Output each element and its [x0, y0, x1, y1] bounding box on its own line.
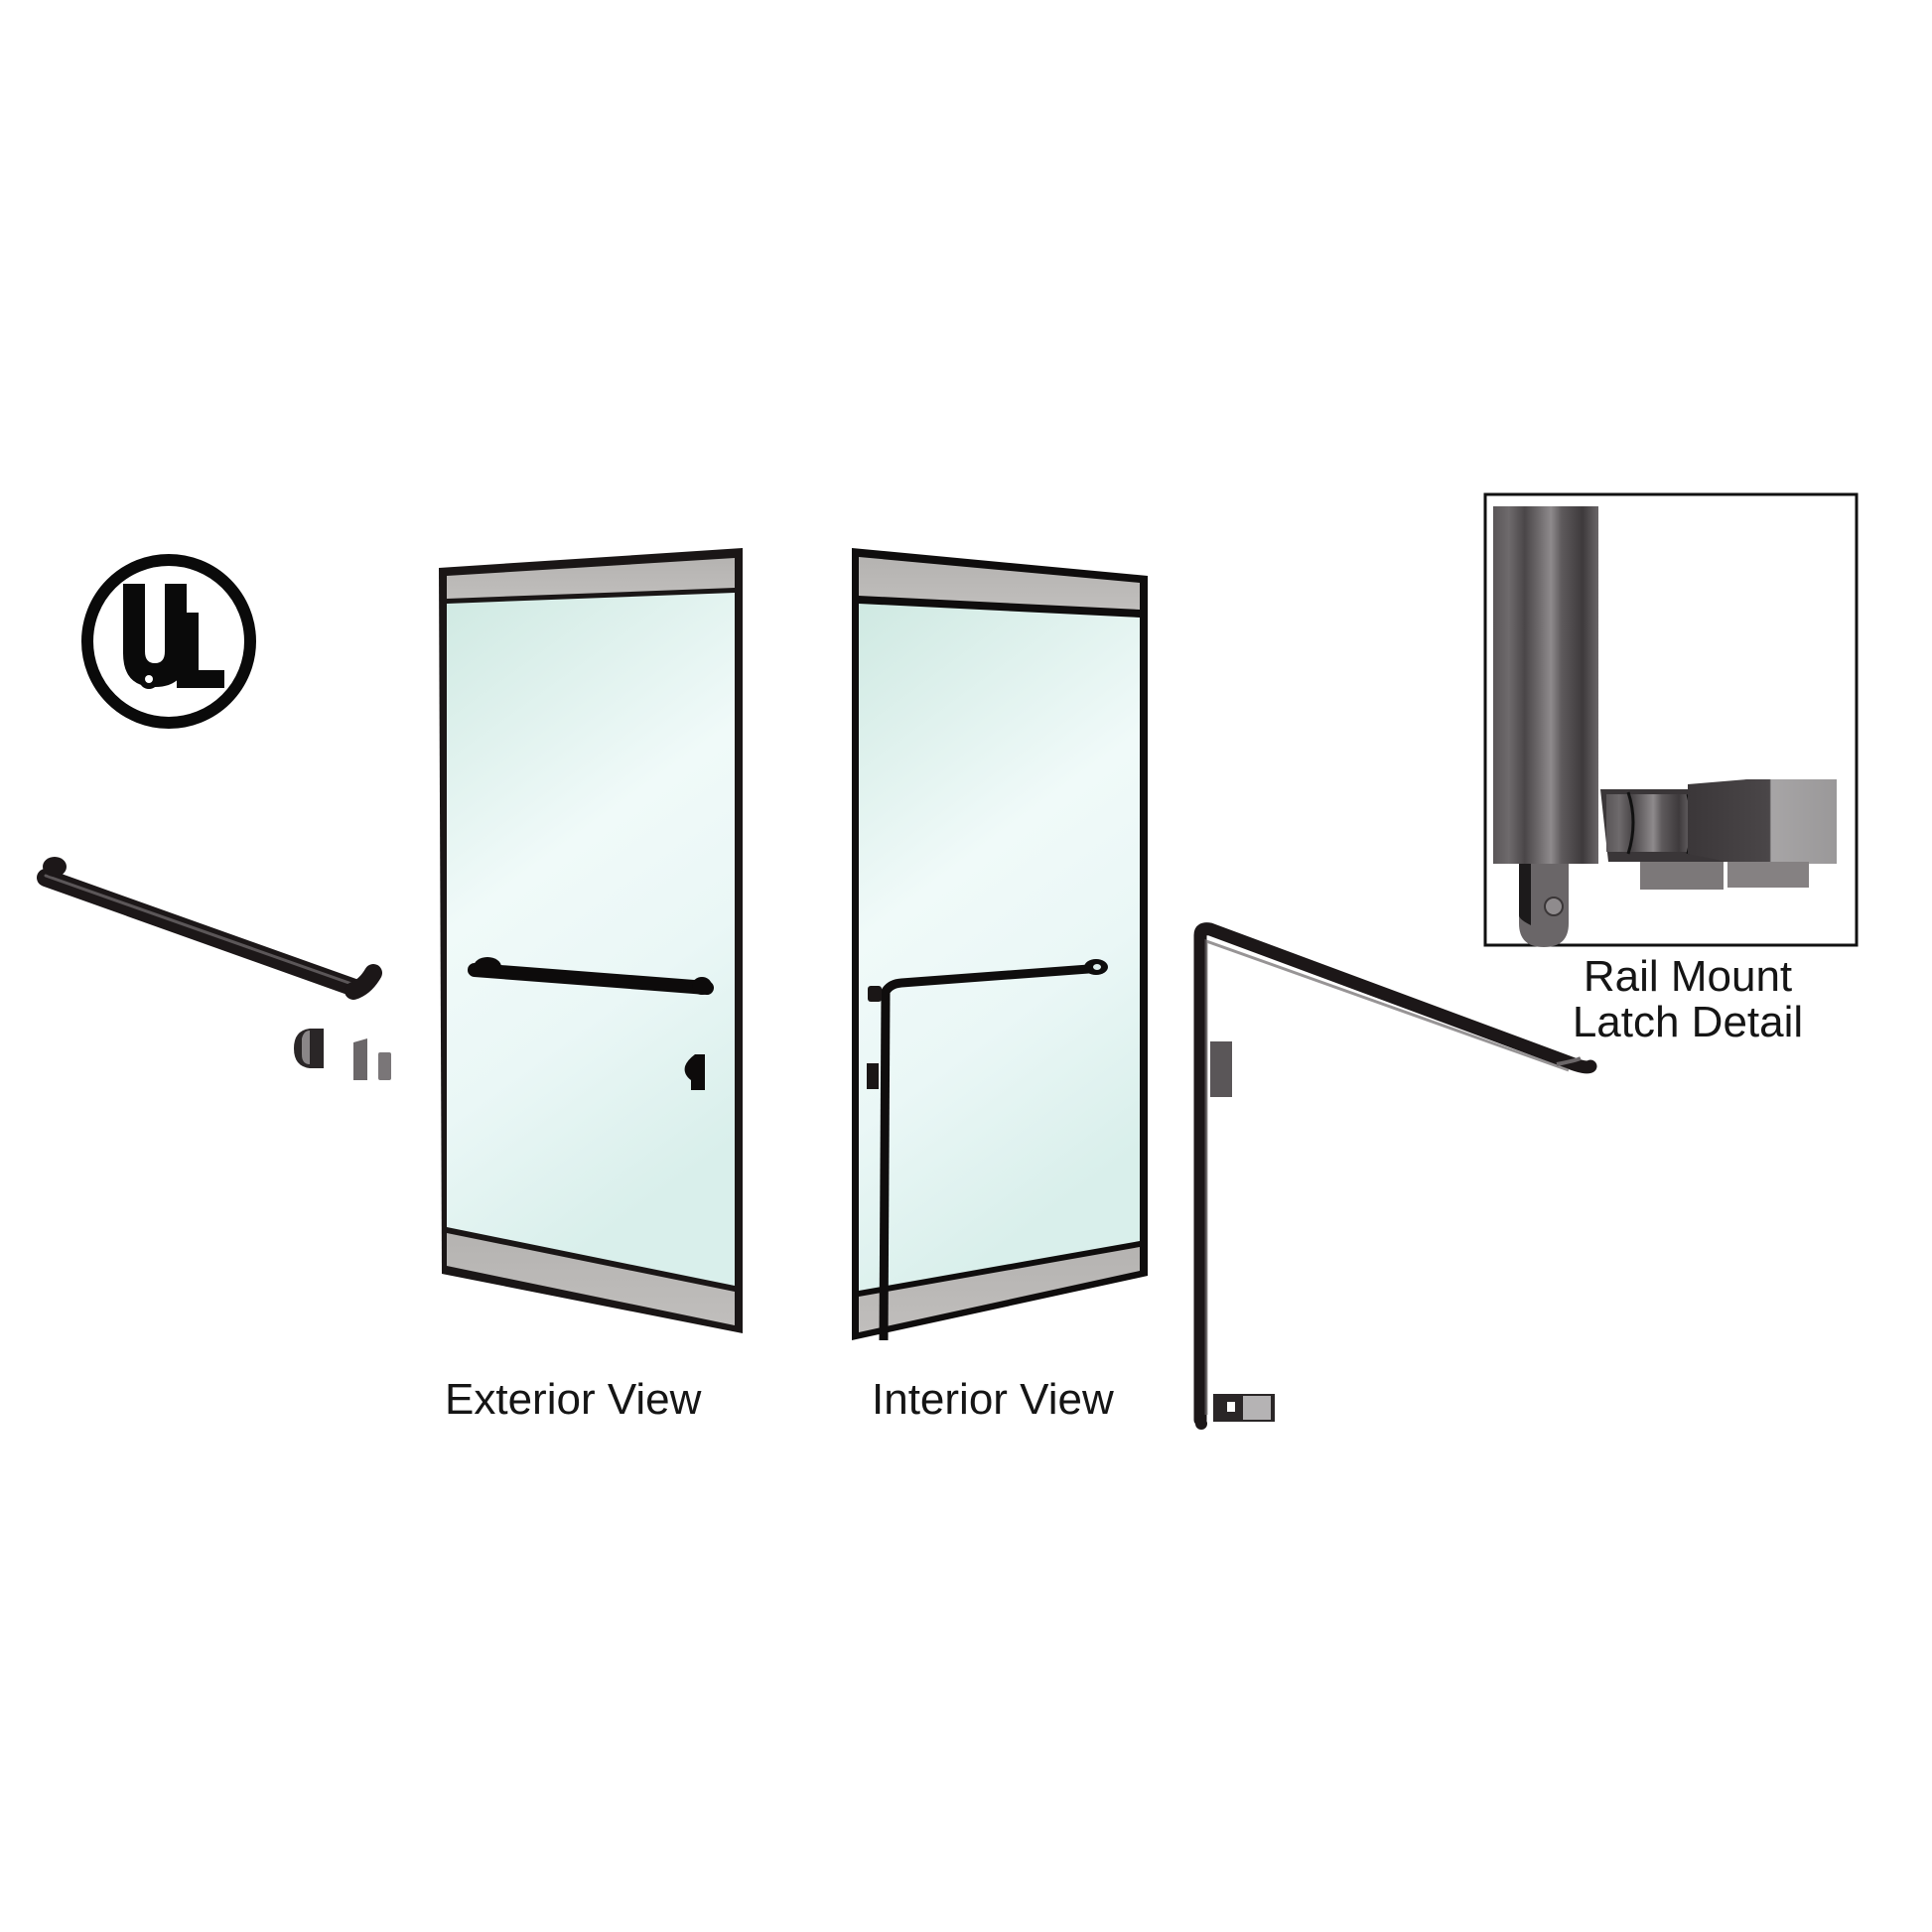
exterior-pull-handle-icon: [37, 857, 382, 1000]
interior-door-icon: [852, 548, 1148, 1341]
lock-components-icon: [294, 1029, 391, 1080]
caption-detail-line1: Rail Mount: [1583, 952, 1793, 1001]
ul-logo-icon: [81, 554, 256, 729]
latch-detail-icon: [1483, 492, 1859, 947]
panic-bar-icon: [1193, 922, 1597, 1430]
caption-exterior-view: Exterior View: [445, 1375, 702, 1424]
caption-detail-line2: Latch Detail: [1572, 998, 1804, 1046]
caption-interior-view: Interior View: [872, 1375, 1114, 1424]
exterior-door-icon: [439, 548, 743, 1333]
